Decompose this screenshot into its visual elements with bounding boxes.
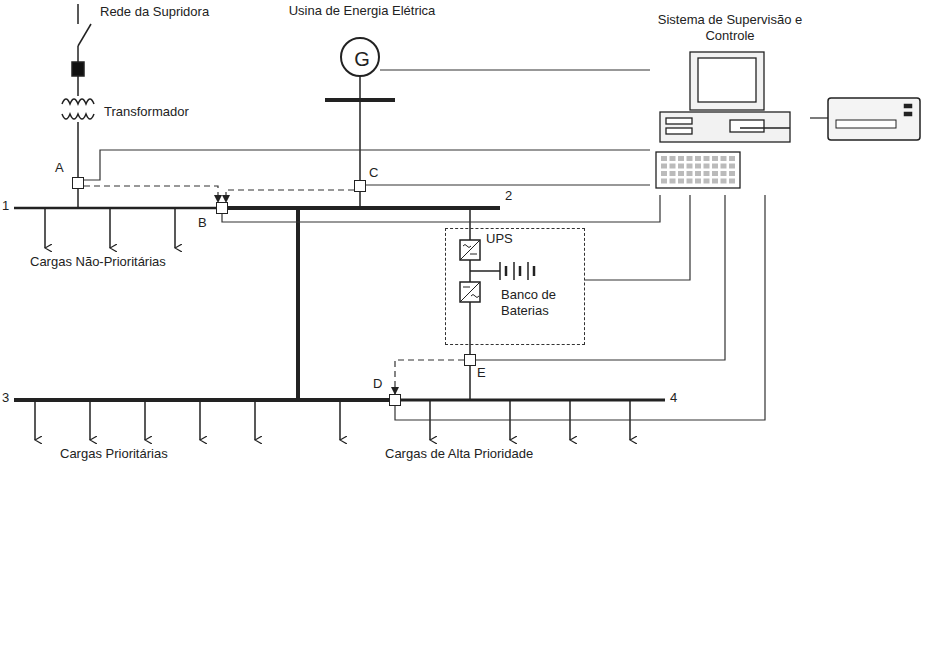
text-label: UPS xyxy=(486,231,536,247)
control-line xyxy=(395,195,765,420)
text-label: E xyxy=(477,365,489,381)
text-label: Banco de Baterias xyxy=(501,287,581,319)
text-label: Sistema de Supervisão e Controle xyxy=(650,12,810,44)
generator-circle: Usina de Energia ElétricaG xyxy=(340,37,380,77)
interlock-line xyxy=(84,186,218,202)
interlock-line xyxy=(226,190,354,202)
text-label: D xyxy=(373,376,385,392)
text-label: Cargas Prioritárias xyxy=(60,446,260,462)
text-label: 3 xyxy=(2,390,14,406)
text-label: C xyxy=(369,165,381,181)
control-line xyxy=(476,195,725,360)
text-label: 4 xyxy=(670,390,684,406)
text-label: Cargas de Alta Prioridade xyxy=(385,446,605,462)
control-line xyxy=(585,195,690,280)
text-label: Cargas Não-Prioritárias xyxy=(30,254,230,270)
text-label: 2 xyxy=(505,188,519,204)
text-label: Rede da Supridora xyxy=(100,4,260,20)
control-line xyxy=(222,195,660,222)
ups-box: UPS Banco de Baterias xyxy=(445,228,585,345)
interlock-line xyxy=(395,360,464,394)
text-label: 1 xyxy=(2,198,14,214)
control-line xyxy=(366,184,650,185)
text-label: Transformador xyxy=(104,104,224,120)
circuit-breaker: A xyxy=(72,177,84,189)
circuit-breaker: E xyxy=(464,354,476,366)
control-line xyxy=(84,150,650,180)
control-line xyxy=(380,69,650,70)
text-label: A xyxy=(55,160,67,176)
computer-illustration xyxy=(650,48,810,198)
text-label: Usina de Energia Elétrica xyxy=(262,3,462,19)
text-label: G xyxy=(342,49,382,69)
circuit-breaker: D xyxy=(389,394,401,406)
control-computer: Sistema de Supervisão e Controle xyxy=(650,12,810,195)
text-label: B xyxy=(198,215,210,231)
circuit-breaker: B xyxy=(216,202,228,214)
circuit-breaker: C xyxy=(354,180,366,192)
